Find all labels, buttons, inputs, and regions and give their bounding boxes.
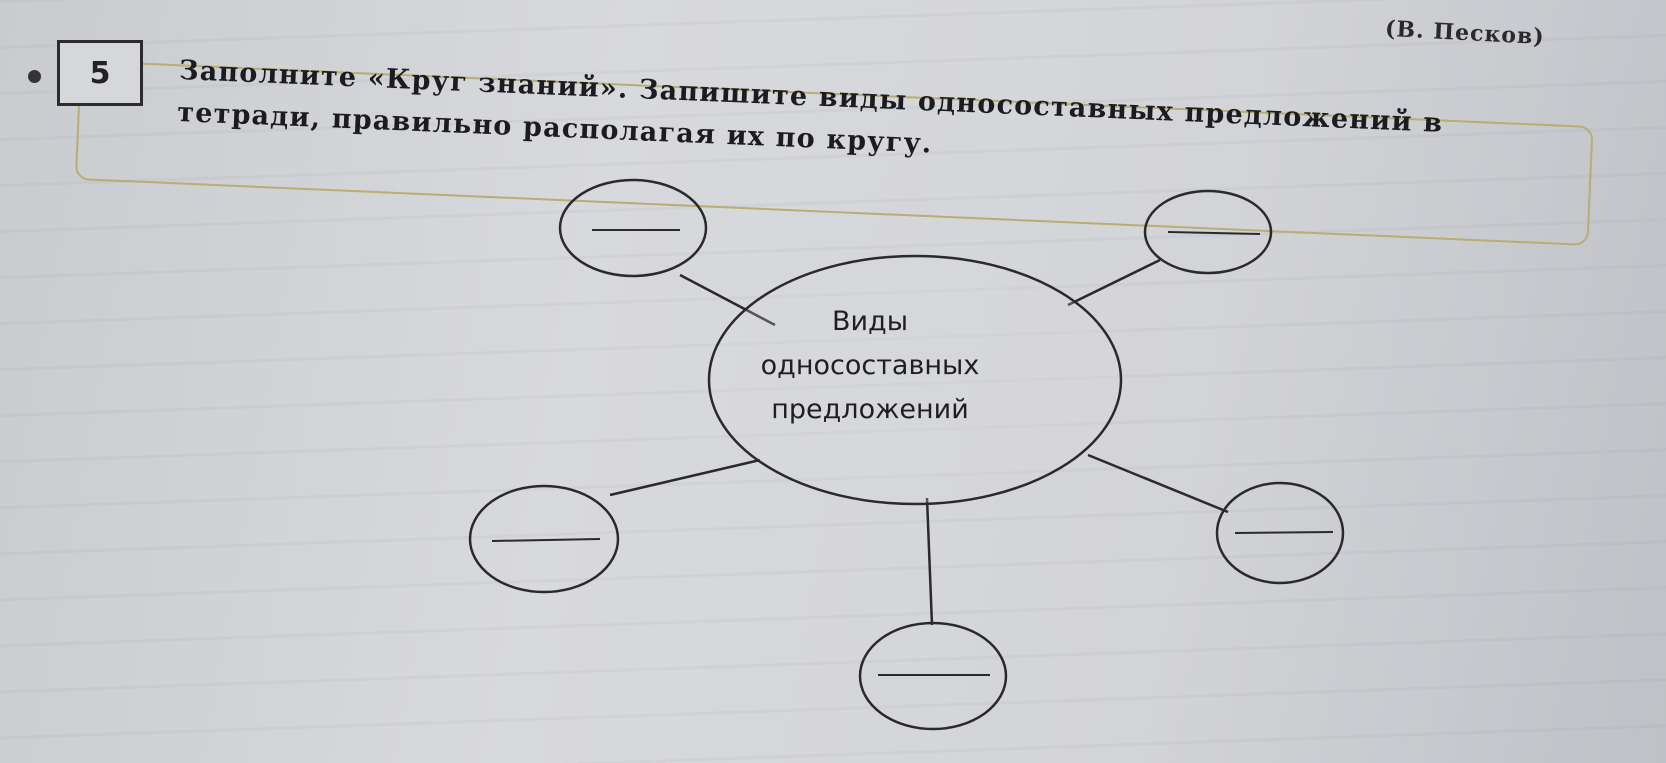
connector-top-left bbox=[679, 273, 776, 327]
connector-top-right bbox=[1067, 258, 1161, 307]
satellite-top-right[interactable] bbox=[1143, 189, 1273, 275]
satellite-bottom[interactable] bbox=[858, 621, 1008, 731]
task-number: 5 bbox=[57, 40, 143, 106]
connector-bottom-right bbox=[1087, 453, 1229, 514]
blank-top-right bbox=[1167, 231, 1261, 235]
connector-bottom bbox=[925, 497, 934, 626]
blank-bottom-left bbox=[491, 538, 601, 542]
center-label-line-3: предложений bbox=[771, 394, 969, 425]
center-label-line-2: односоставных bbox=[760, 350, 980, 381]
satellite-bottom-right[interactable] bbox=[1215, 481, 1345, 585]
center-ellipse bbox=[707, 254, 1123, 506]
connector-bottom-left bbox=[609, 458, 761, 497]
center-label: Виды односоставных предложений bbox=[690, 300, 1050, 432]
blank-bottom-right bbox=[1234, 531, 1334, 534]
satellite-bottom-left[interactable] bbox=[468, 484, 620, 594]
center-label-line-1: Виды bbox=[831, 306, 909, 337]
satellite-top-left[interactable] bbox=[558, 178, 708, 278]
bullet-marker bbox=[28, 70, 41, 83]
